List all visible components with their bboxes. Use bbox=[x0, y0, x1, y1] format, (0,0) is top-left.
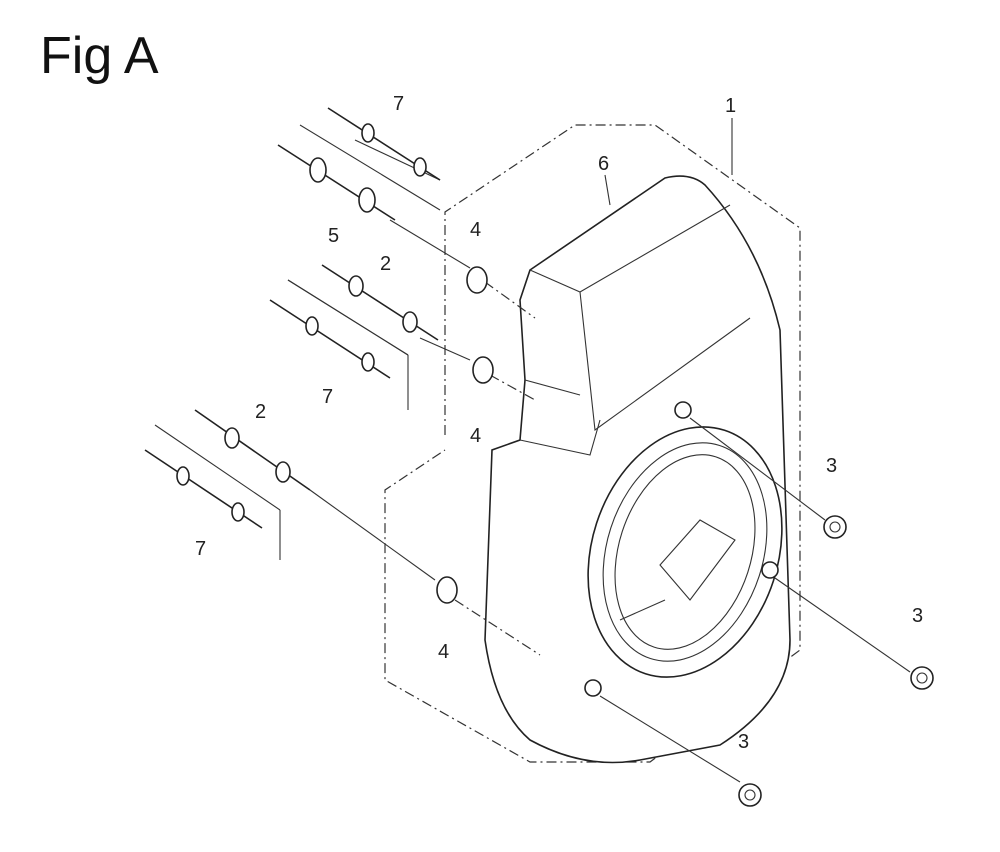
stud-bolts bbox=[144, 107, 441, 529]
stud-bolt-2b bbox=[194, 409, 311, 491]
callout-5: 5 bbox=[328, 225, 339, 247]
callout-4-middle: 4 bbox=[470, 425, 481, 447]
callout-2-lower: 2 bbox=[255, 401, 266, 423]
callout-2-upper: 2 bbox=[380, 253, 391, 275]
callout-7-middle: 7 bbox=[322, 386, 333, 408]
callout-3-far-right: 3 bbox=[912, 605, 923, 627]
stud-bolt-7b bbox=[269, 299, 391, 379]
callout-7-top: 7 bbox=[393, 93, 404, 115]
collars bbox=[436, 266, 494, 604]
callout-3-right: 3 bbox=[826, 455, 837, 477]
stud-bolt-5 bbox=[277, 144, 396, 221]
callout-7-bottom: 7 bbox=[195, 538, 206, 560]
fan-cover bbox=[484, 175, 791, 764]
stud-bolt-2a bbox=[321, 264, 439, 341]
assembly-boundary bbox=[384, 124, 801, 763]
callout-6: 6 bbox=[598, 153, 609, 175]
figure-title: Fig A bbox=[40, 27, 159, 85]
callout-4-upper: 4 bbox=[470, 219, 481, 241]
stud-bolt-7c bbox=[144, 449, 263, 529]
leader-lines bbox=[154, 118, 911, 783]
callout-4-lower: 4 bbox=[438, 641, 449, 663]
callout-1: 1 bbox=[725, 95, 736, 117]
flange-nuts bbox=[738, 515, 934, 807]
stud-bolt-7a bbox=[327, 107, 441, 181]
callout-3-bottom: 3 bbox=[738, 731, 749, 753]
